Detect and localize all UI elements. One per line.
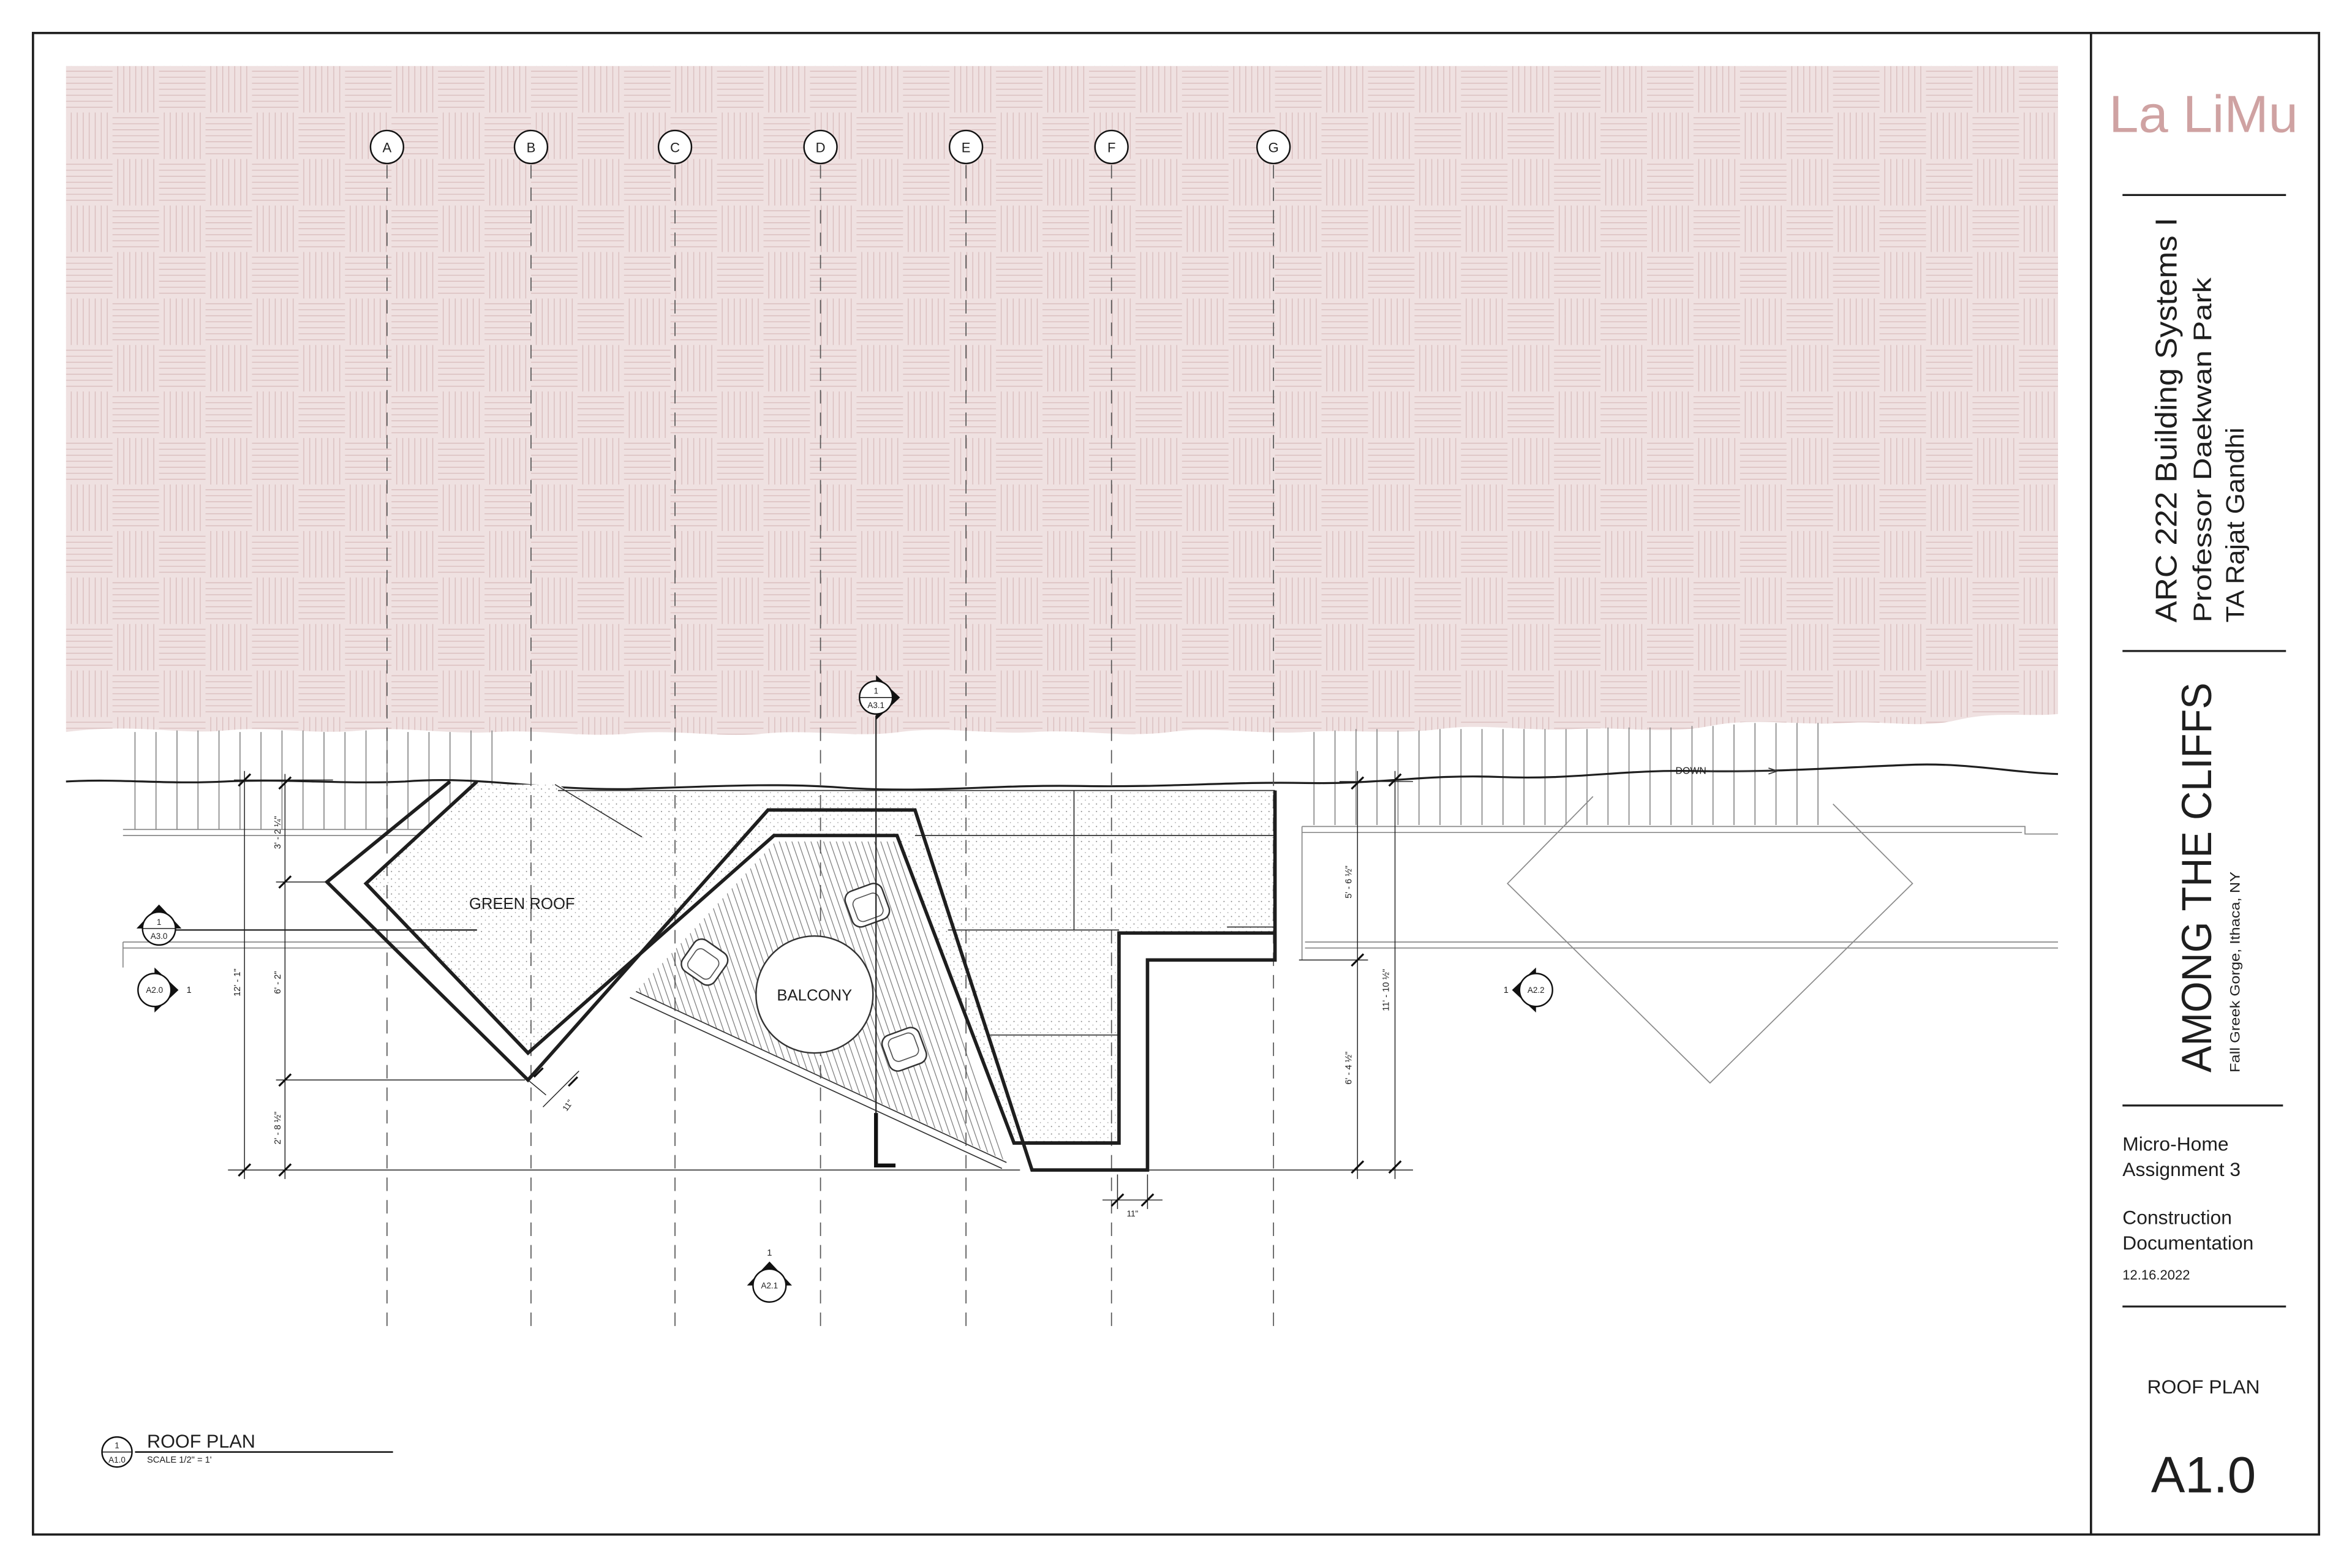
svg-text:F: F [1107, 140, 1115, 156]
balcony-chair [680, 938, 729, 986]
section-marker-sheet: A3.1 [867, 701, 884, 710]
course-name: ARC 222 Building Systems I [2150, 217, 2183, 622]
elevation-marker-sheet: A2.2 [1528, 986, 1545, 995]
svg-text:G: G [1268, 140, 1279, 156]
dimension-lines-east [1140, 771, 1413, 1179]
elevation-marker-a20[interactable]: A2.0 1 [137, 967, 192, 1013]
dimension-west-lower: 2' - 8 ½" [273, 1112, 283, 1145]
section-cut-end-a31 [874, 1113, 896, 1168]
green-roof-label: GREEN ROOF [469, 895, 575, 913]
green-roof-area [366, 784, 768, 1054]
elevation-marker-sheet: A2.0 [146, 986, 163, 995]
drawing-title: 1 A1.0 ROOF PLAN SCALE 1/2" = 1' [101, 1431, 393, 1468]
down-arrow [1709, 767, 1779, 775]
dimension-lines-south [1102, 1174, 1163, 1209]
firm-logo: La LiMu [2109, 85, 2298, 144]
grid-bubble-g: G [1256, 129, 1291, 165]
section-marker-a30[interactable]: 1 A3.0 [136, 904, 182, 946]
grid-bubble-a: A [369, 129, 404, 165]
svg-text:B: B [527, 140, 536, 156]
elevation-marker-a21[interactable]: A2.1 1 [747, 1248, 793, 1303]
balcony-chair [881, 1027, 927, 1072]
elevation-marker-sheet: A2.1 [761, 1281, 778, 1291]
balcony-table [755, 935, 874, 1054]
grid-bubble-f: F [1094, 129, 1129, 165]
down-label: DOWN [1676, 766, 1706, 777]
section-marker-sheet: A3.0 [151, 932, 168, 941]
elevation-marker-number: 1 [186, 986, 191, 995]
balcony-rail [630, 991, 1007, 1169]
phase-line-1: Construction [2122, 1206, 2232, 1228]
professor-name: Professor Daekwan Park [2188, 277, 2217, 622]
section-marker-a31[interactable]: 1 A3.1 [859, 675, 900, 720]
elevation-marker-a22[interactable]: A2.2 1 [1504, 967, 1553, 1013]
terrace-line-east [1301, 826, 2058, 960]
dimension-west-middle: 6' - 2" [273, 971, 283, 993]
grid-bubble-e: E [948, 129, 984, 165]
roof-deck-area [558, 790, 1275, 1144]
section-marker-number: 1 [873, 687, 878, 696]
elevation-marker-number: 1 [767, 1248, 772, 1258]
drawing-number: 1 [115, 1441, 119, 1450]
dimension-ticks-west [238, 773, 292, 1177]
drawing-scale: SCALE 1/2" = 1' [147, 1455, 212, 1465]
dimension-ticks-east [1351, 773, 1402, 1174]
assignment-line-1: Micro-Home [2122, 1133, 2228, 1155]
svg-text:C: C [670, 140, 680, 156]
dimension-east-upper: 5' - 6 ½" [1344, 865, 1354, 899]
issue-date: 12.16.2022 [2122, 1267, 2190, 1283]
section-marker-number: 1 [157, 918, 161, 927]
ta-name: TA Rajat Gandhi [2221, 428, 2250, 622]
project-title: AMONG THE CLIFFS [2173, 682, 2220, 1072]
dimension-ticks-tip [533, 1067, 578, 1087]
project-location: Fall Greek Gorge, Ithaca, NY [2227, 872, 2242, 1073]
phase-line-2: Documentation [2122, 1232, 2253, 1254]
roof-edge-lines [554, 784, 1275, 1036]
balcony-label: BALCONY [777, 987, 852, 1004]
balcony-chair [844, 883, 891, 928]
drawing-sheet-ref: A1.0 [108, 1455, 126, 1464]
elevation-marker-number: 1 [1504, 986, 1509, 995]
dimension-lines-west [228, 771, 1020, 1179]
svg-text:D: D [816, 140, 826, 156]
sheet-title: ROOF PLAN [2147, 1376, 2260, 1398]
ghost-outline-east [1507, 796, 1913, 1084]
grid-bubble-c: C [657, 129, 693, 165]
dimension-east-overall: 11' - 10 ½" [1382, 969, 1392, 1011]
sheet-number: A1.0 [2151, 1447, 2256, 1504]
drawing-title-text: ROOF PLAN [147, 1431, 255, 1452]
dimension-west-upper: 3' - 2 ¼" [273, 816, 283, 849]
dimension-ticks-south [1110, 1193, 1155, 1207]
dimension-west-overall: 12' - 1" [233, 968, 243, 997]
dimension-east-lower: 6' - 4 ½" [1344, 1052, 1354, 1085]
svg-text:A: A [382, 140, 391, 156]
ledge-east [1302, 826, 2058, 835]
wall-outer [324, 780, 1277, 1172]
dimension-line-tip [527, 1071, 579, 1107]
assignment-line-2: Assignment 3 [2122, 1158, 2241, 1180]
dimension-south-wall: 11" [1127, 1209, 1139, 1218]
cliff-surface-hatch [66, 66, 2058, 735]
grid-bubble-d: D [803, 129, 838, 165]
wall-inner [363, 780, 1275, 1145]
grid-bubble-b: B [513, 129, 549, 165]
svg-text:E: E [962, 140, 971, 156]
